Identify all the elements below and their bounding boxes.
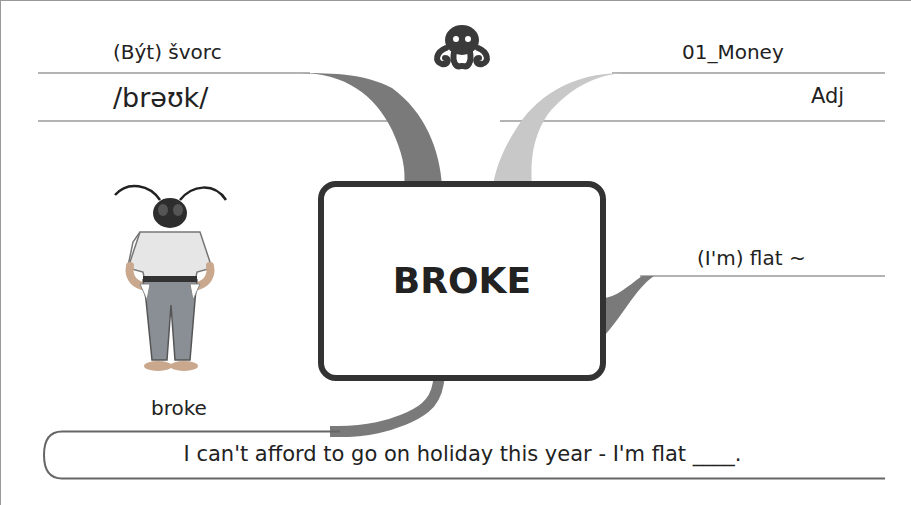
- headword: BROKE: [393, 259, 531, 302]
- picture-caption: broke: [151, 396, 207, 420]
- example-sentence: I can't afford to go on holiday this yea…: [184, 442, 742, 467]
- branch-connector: [330, 379, 439, 432]
- frame-line: [0, 0, 1, 505]
- translation-label: (Být) švorc: [113, 40, 222, 64]
- band-outline-path: [44, 432, 885, 479]
- label-line: [500, 120, 885, 122]
- frame-line: [0, 0, 911, 1]
- label-line: [640, 275, 885, 277]
- pronunciation-label: /brəʊk/: [113, 82, 208, 114]
- collocation-label: (I'm) flat ~: [697, 246, 806, 270]
- octopus-icon: [437, 25, 487, 66]
- topic-label: 01_Money: [682, 40, 784, 64]
- label-line: [38, 120, 392, 122]
- branch: [602, 276, 654, 338]
- label-line: [38, 72, 310, 74]
- branch: [300, 73, 442, 186]
- example-band: I can't afford to go on holiday this yea…: [40, 430, 885, 480]
- label-line: [612, 72, 885, 74]
- broke-man-illustration: [115, 186, 226, 371]
- part-of-speech-label: Adj: [811, 84, 844, 109]
- branch: [493, 73, 622, 186]
- headword-box: BROKE: [318, 181, 606, 381]
